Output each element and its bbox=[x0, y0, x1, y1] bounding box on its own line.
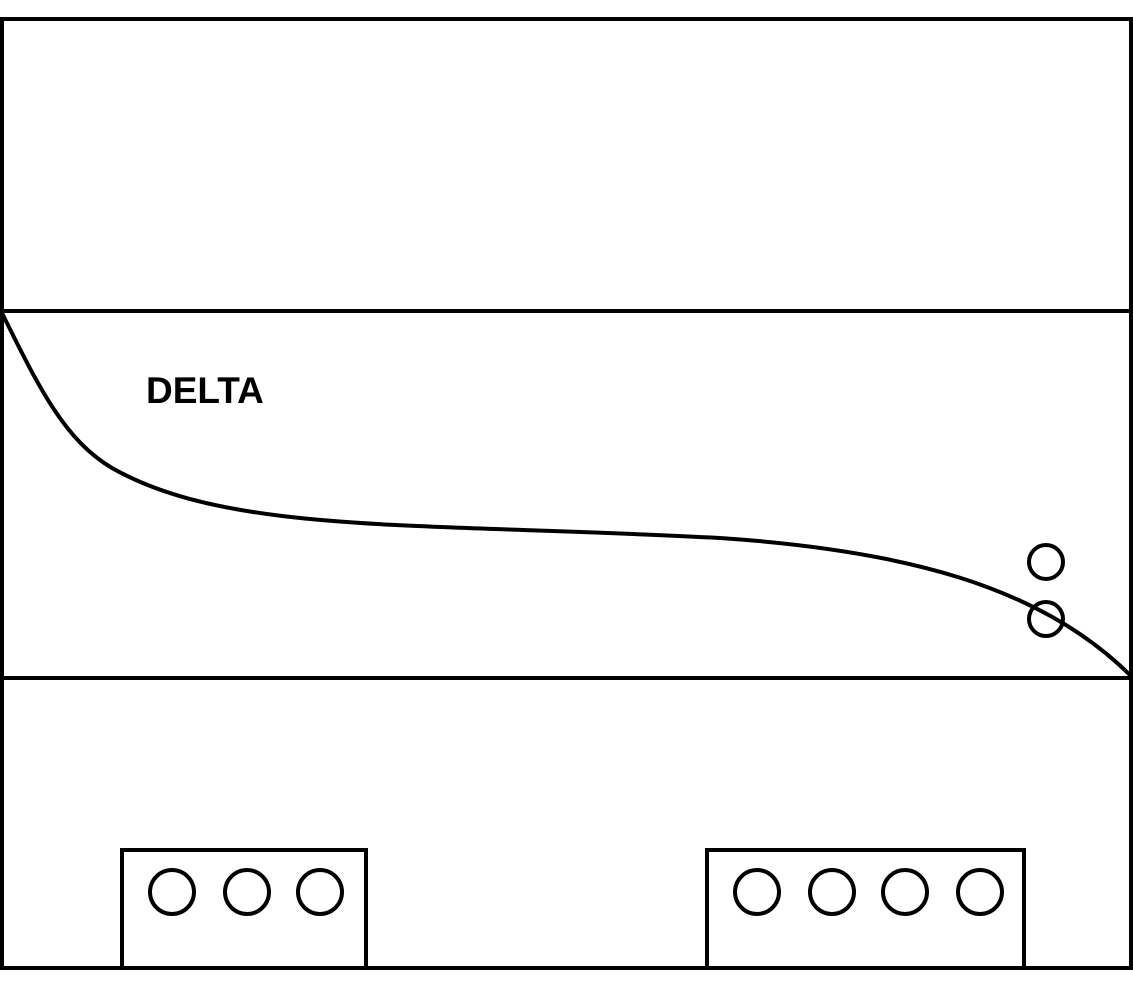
terminal-screw bbox=[733, 868, 781, 916]
terminal-screw bbox=[881, 868, 929, 916]
terminal-screw bbox=[296, 868, 344, 916]
indicator-led bbox=[1027, 600, 1065, 638]
input-terminal-block bbox=[120, 848, 368, 970]
front-panel-curve bbox=[0, 312, 1133, 678]
indicator-leds bbox=[1027, 543, 1065, 638]
output-terminal-block bbox=[705, 848, 1026, 970]
terminal-screw bbox=[956, 868, 1004, 916]
terminal-screw bbox=[808, 868, 856, 916]
terminal-block-housing bbox=[120, 848, 368, 970]
brand-label: DELTA bbox=[146, 370, 264, 411]
device-housing bbox=[0, 17, 1133, 970]
terminal-screw bbox=[223, 868, 271, 916]
terminal-block-housing bbox=[705, 848, 1026, 970]
indicator-led bbox=[1027, 543, 1065, 581]
terminal-screw bbox=[148, 868, 196, 916]
